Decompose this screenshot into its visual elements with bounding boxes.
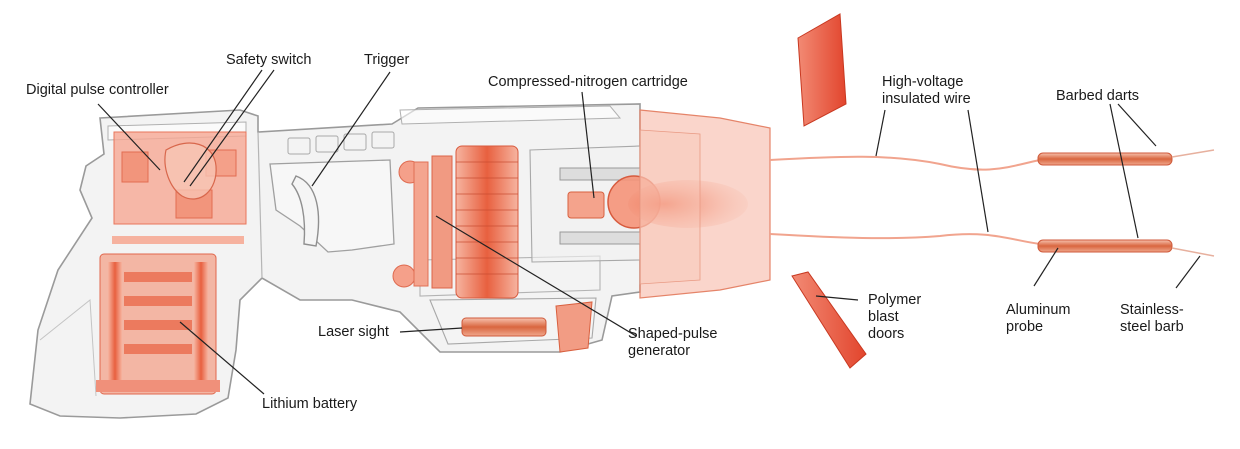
label-high-voltage-wire: High-voltage insulated wire: [882, 74, 971, 108]
label-polymer-blast-doors-line-1: Polymer: [868, 292, 922, 308]
label-barbed-darts: Barbed darts: [1056, 88, 1140, 104]
label-polymer-blast-doors: Polymer blast doors: [868, 292, 921, 343]
label-shaped-pulse-generator-line-2: generator: [628, 343, 691, 359]
label-shaped-pulse-generator-line-1: Shaped-pulse: [628, 326, 718, 342]
barbed-darts: [1037, 149, 1215, 257]
label-trigger: Trigger: [364, 52, 410, 68]
label-lithium-battery: Lithium battery: [262, 396, 358, 412]
label-safety-switch: Safety switch: [226, 52, 312, 68]
label-stainless-steel-barb: Stainless- steel barb: [1120, 302, 1184, 336]
label-compressed-nitrogen-cartridge: Compressed-nitrogen cartridge: [488, 74, 688, 90]
blast-door-bottom: [791, 271, 867, 369]
label-polymer-blast-doors-line-3: doors: [868, 326, 905, 342]
lithium-battery: [96, 253, 220, 395]
shaped-pulse-generator: [392, 145, 519, 299]
label-aluminum-probe-line-2: probe: [1006, 319, 1044, 335]
laser-sight: [461, 301, 593, 353]
label-polymer-blast-doors-line-2: blast: [868, 309, 899, 325]
label-digital-pulse-controller: Digital pulse controller: [26, 82, 169, 98]
label-stainless-steel-barb-line-1: Stainless-: [1120, 302, 1184, 318]
leader-lines: [97, 69, 1201, 395]
label-high-voltage-wire-line-2: insulated wire: [882, 91, 971, 107]
safety-switch: [164, 142, 217, 200]
label-stainless-steel-barb-line-2: steel barb: [1120, 319, 1184, 335]
trigger-shape: [291, 175, 320, 247]
label-shaped-pulse-generator: Shaped-pulse generator: [628, 326, 718, 360]
label-aluminum-probe-line-1: Aluminum: [1006, 302, 1071, 318]
high-voltage-wires: [769, 155, 1041, 245]
label-high-voltage-wire-line-1: High-voltage: [882, 74, 964, 90]
blast-door-top: [797, 13, 847, 127]
cartridge-housing: [628, 109, 771, 299]
label-laser-sight: Laser sight: [318, 324, 389, 340]
label-aluminum-probe: Aluminum probe: [1006, 302, 1070, 336]
